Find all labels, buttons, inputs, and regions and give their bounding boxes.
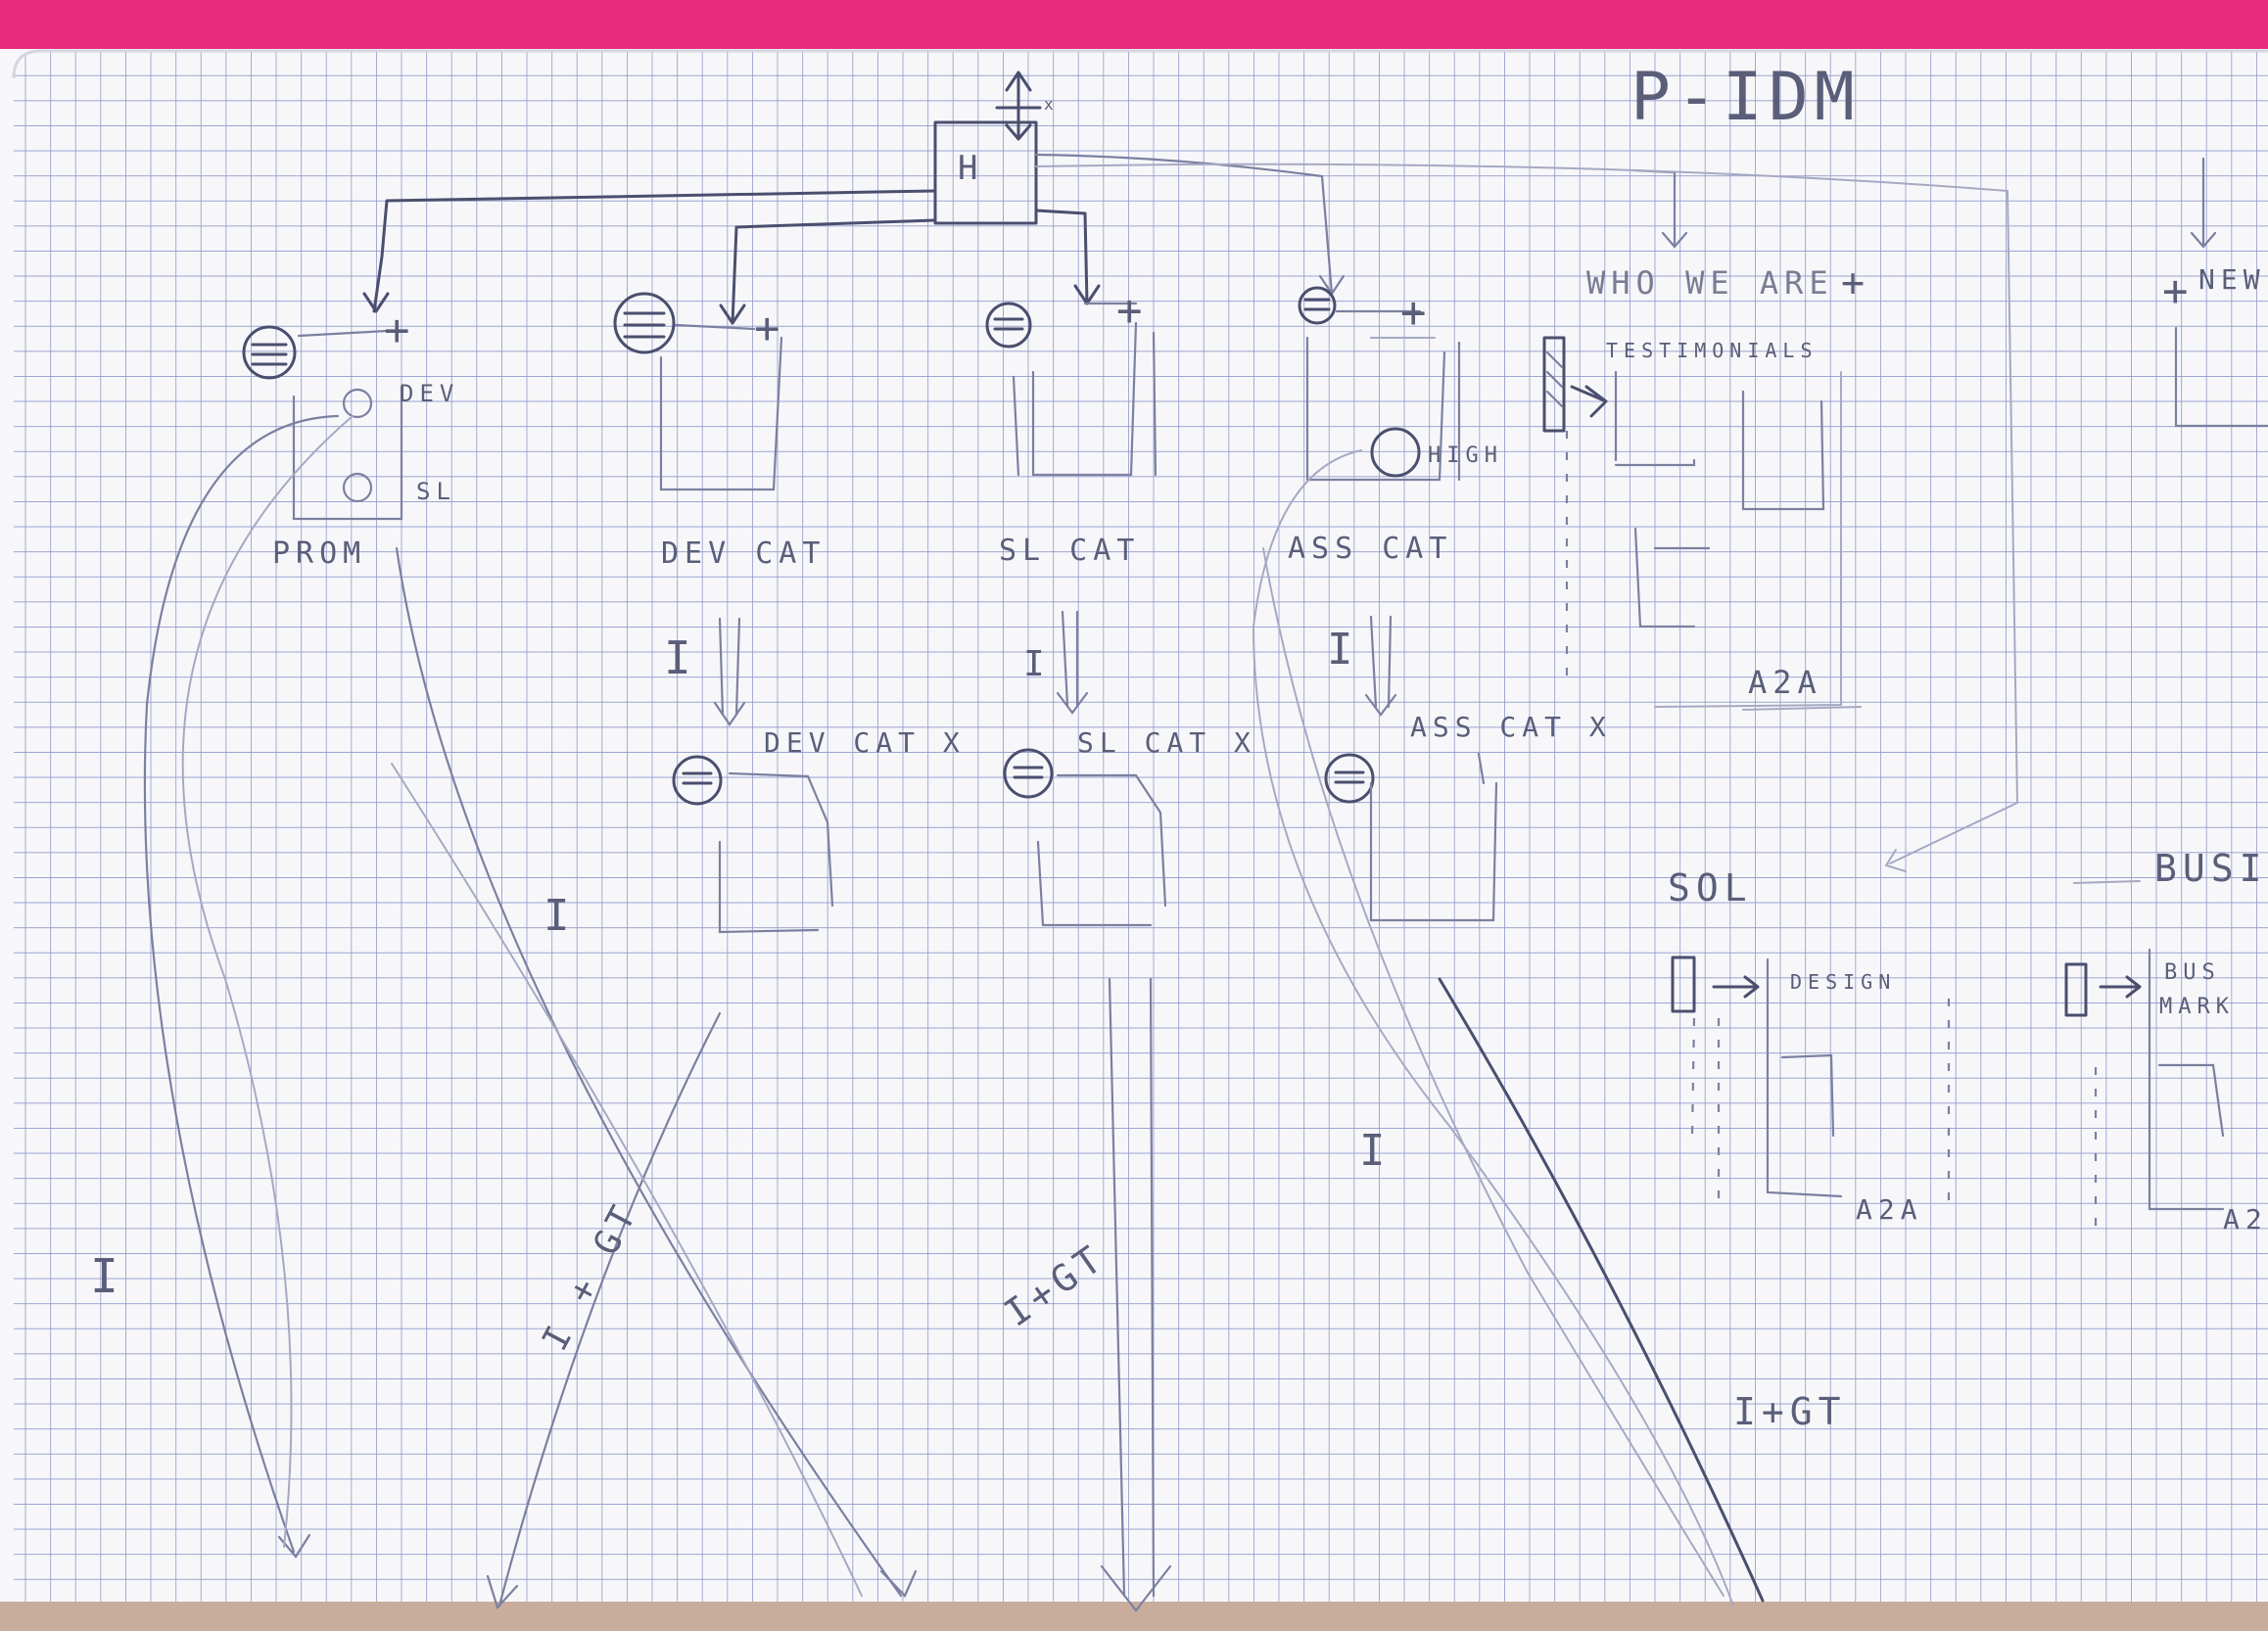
business-sub-item-bus: BUS	[2164, 960, 2221, 985]
pink-binding-strip	[0, 0, 2268, 49]
link-home-to-prom	[372, 189, 937, 313]
sl-cat-box	[1012, 321, 1158, 477]
business-sub-item-mark: MARK	[2159, 995, 2235, 1019]
link-ass-cat-x-down	[1438, 977, 1765, 1603]
news-box	[2174, 326, 2268, 428]
link-dev-cat-x-cross	[497, 1011, 722, 1608]
who-we-are-label: WHO WE ARE	[1586, 264, 1834, 302]
index-mark: I	[1327, 625, 1359, 675]
testimonials-box	[1741, 390, 1825, 511]
add-plus-icon: +	[754, 303, 786, 353]
dev-cat-label: DEV CAT	[661, 536, 826, 571]
link-sl-cat-to-child	[1061, 610, 1079, 707]
menu-circle-icon	[985, 302, 1032, 349]
add-plus-icon: +	[2162, 266, 2195, 316]
design-label: DESIGN	[1790, 970, 1896, 994]
sol-label: SOL	[1668, 866, 1753, 909]
add-plus-icon: +	[384, 305, 416, 355]
scrollbar-icon	[2064, 962, 2088, 1017]
menu-circle-icon	[1003, 748, 1054, 799]
prom-sub-item-sl: SL	[416, 478, 456, 505]
ass-cat-label: ASS CAT	[1288, 532, 1452, 566]
link-home-to-ass-cat	[1034, 153, 1334, 296]
ass-cat-node: + HIGH ASS CAT I ASS CAT X	[1288, 286, 1612, 922]
svg-text:x: x	[1044, 95, 1060, 114]
prom-label: PROM	[272, 536, 366, 571]
index-link-label: I	[1359, 1126, 1392, 1176]
ass-cat-box	[1305, 336, 1461, 482]
home-node-label: H	[958, 149, 983, 188]
scrollbar-icon	[1671, 955, 1696, 1013]
sl-cat-node: + SL CAT I SL CAT X	[985, 286, 1256, 927]
link-home-to-sl-cat	[1034, 209, 1089, 305]
scrollbar-icon	[1542, 336, 1566, 433]
business-node: BUSINE BUS MARK A2	[2064, 847, 2268, 1235]
news-label: NEW	[2198, 263, 2266, 296]
who-we-are-node: WHO WE ARE + TESTIMONIALS A2A	[1542, 260, 1870, 711]
sl-bullet-icon	[342, 472, 373, 503]
link-home-to-dev-cat	[731, 218, 937, 325]
landmark-icon: x	[995, 70, 1060, 141]
business-label: BUSINE	[2154, 847, 2268, 890]
dev-cat-box	[659, 336, 783, 491]
home-node-box	[933, 120, 1038, 225]
high-bullet-icon	[1370, 427, 1421, 478]
grid-paper	[14, 51, 2268, 1615]
link-ass-cat-to-child	[1369, 615, 1393, 709]
dev-cat-x-box	[718, 840, 820, 934]
index-link-label: I	[664, 631, 697, 684]
ass-cat-x-label: ASS CAT X	[1410, 711, 1612, 743]
testimonials-label: TESTIMONIALS	[1606, 339, 1819, 362]
index-link-label: I	[543, 891, 576, 941]
link-home-to-sol	[1035, 163, 2019, 864]
link-dev-cat-to-child	[718, 617, 741, 717]
add-plus-icon: +	[1116, 286, 1149, 336]
menu-circle-icon	[242, 325, 297, 380]
sol-box	[1766, 957, 1843, 1198]
ass-cat-sub-item-high: HIGH	[1428, 443, 1503, 468]
dev-cat-node: + DEV CAT I DEV CAT X	[613, 292, 966, 934]
ass-cat-x-box	[1369, 752, 1498, 922]
add-plus-icon: +	[1841, 260, 1870, 305]
sl-cat-label: SL CAT	[999, 534, 1140, 568]
menu-circle-icon	[1298, 286, 1337, 325]
home-node: H x	[362, 70, 2217, 872]
news-node: + NEW	[2162, 263, 2268, 428]
sol-node: SOL DESIGN A2A	[1668, 866, 1951, 1226]
who-we-are-footer: A2A	[1748, 664, 1822, 701]
sol-footer: A2A	[1856, 1193, 1923, 1226]
sl-cat-x-label: SL CAT X	[1077, 726, 1256, 759]
link-ass-cat-down	[1252, 449, 1734, 1607]
business-box	[2148, 948, 2225, 1211]
guided-tour-link-label: I+GT	[1733, 1390, 1847, 1433]
index-mark: I	[1023, 644, 1051, 684]
prom-node: + DEV SL PROM	[242, 305, 459, 571]
link-sl-cat-x-down	[1108, 977, 1156, 1598]
menu-circle-icon	[613, 292, 676, 354]
menu-circle-icon	[1324, 753, 1375, 804]
prom-sub-item-dev: DEV	[400, 380, 459, 407]
dev-bullet-icon	[342, 388, 373, 419]
prom-box	[292, 385, 403, 521]
index-link-label: I	[90, 1249, 124, 1304]
add-plus-icon: +	[1400, 288, 1433, 338]
link-prom-down	[143, 414, 340, 1554]
page-bottom-edge	[0, 1602, 2268, 1631]
business-footer: A2	[2223, 1203, 2268, 1235]
diagram-title: P-IDM	[1630, 59, 1861, 136]
dev-cat-x-label: DEV CAT X	[764, 726, 966, 759]
menu-circle-icon	[672, 755, 723, 806]
sl-cat-x-box	[1036, 840, 1153, 927]
